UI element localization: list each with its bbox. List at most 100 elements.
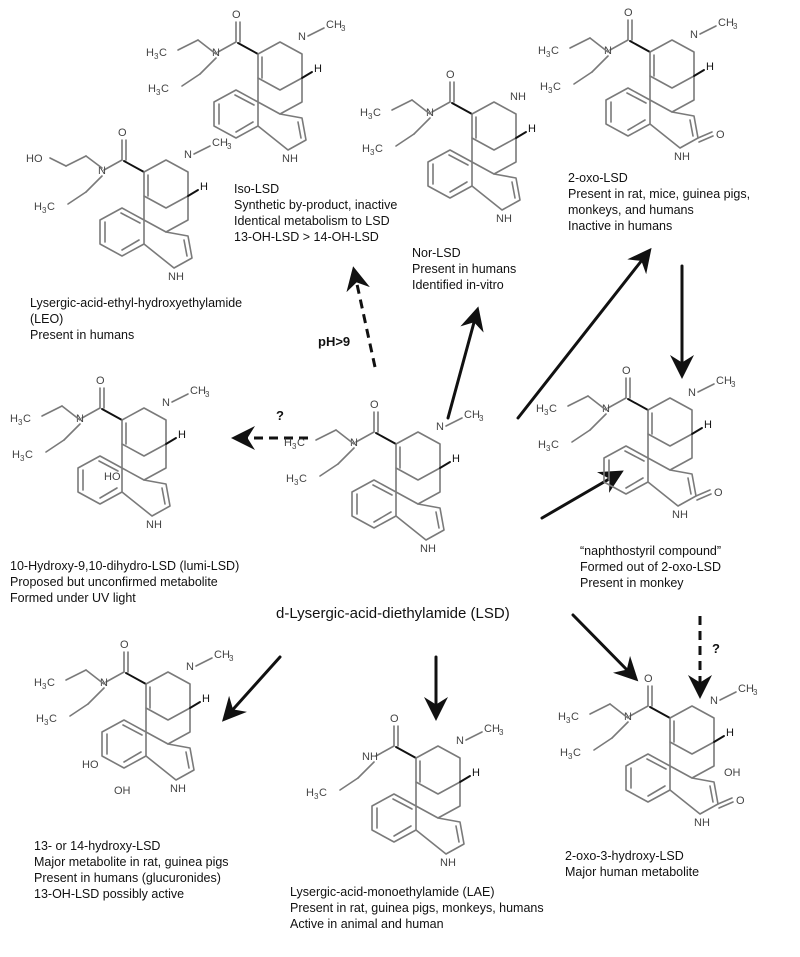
caption-line: Proposed but unconfirmed metabolite [10,575,218,589]
caption-line: 2-oxo-LSD [568,171,628,185]
svg-text:O: O [390,713,399,725]
caption-leo: Lysergic-acid-ethyl-hydroxyethylamide (L… [30,295,242,343]
arrow-to-naph [540,470,624,520]
svg-text:C: C [319,787,327,799]
svg-text:CH: CH [484,723,500,735]
svg-text:H: H [286,473,294,485]
svg-text:N: N [98,165,106,177]
svg-text:O: O [118,127,127,139]
caption-line: (LEO) [30,312,64,326]
svg-text:3: 3 [544,408,549,417]
svg-text:C: C [49,713,57,725]
svg-text:N: N [710,695,718,707]
caption-line: Major human metabolite [565,865,700,879]
svg-text:H: H [540,81,548,93]
svg-text:3: 3 [568,752,573,761]
caption-iso-lsd: Iso-LSD Synthetic by-product, inactive I… [234,181,397,245]
svg-text:H: H [560,747,568,759]
svg-text:C: C [161,83,169,95]
svg-text:O: O [736,795,745,807]
svg-text:HO: HO [26,153,43,165]
svg-text:CH: CH [738,683,754,695]
svg-text:N: N [298,31,306,43]
caption-line: Synthetic by-product, inactive [234,198,398,212]
caption-lumi-lsd: 10-Hydroxy-9,10-dihydro-LSD (lumi-LSD) P… [10,558,239,606]
svg-text:C: C [571,711,579,723]
svg-text:3: 3 [18,418,23,427]
svg-text:CH: CH [716,375,732,387]
caption-line: monkeys, and humans [568,203,694,217]
svg-text:C: C [551,439,559,451]
svg-text:C: C [297,437,305,449]
svg-text:3: 3 [370,148,375,157]
caption-line: Inactive in humans [568,219,673,233]
svg-text:NH: NH [420,543,436,555]
svg-text:3: 3 [44,718,49,727]
svg-text:C: C [573,747,581,759]
arrow-to-oxo3 [571,613,639,682]
caption-line: “naphthostyril compound” [580,544,722,558]
caption-line: Active in animal and human [290,917,444,931]
svg-text:NH: NH [170,783,186,795]
svg-text:N: N [184,149,192,161]
svg-text:H: H [360,107,368,119]
svg-text:CH: CH [326,19,342,31]
svg-text:H: H [34,677,42,689]
arrow-to-iso [346,266,377,368]
svg-text:H: H [34,201,42,213]
svg-text:C: C [549,403,557,415]
svg-text:3: 3 [229,654,234,663]
lsd-title: d-Lysergic-acid-diethylamide (LSD) [276,605,510,622]
caption-line: 13-OH-LSD > 14-OH-LSD [234,230,379,244]
svg-text:H: H [178,429,186,441]
svg-text:C: C [375,143,383,155]
svg-text:H: H [202,693,210,705]
svg-text:3: 3 [292,442,297,451]
svg-text:NH: NH [510,91,526,103]
svg-text:C: C [25,449,33,461]
svg-text:CH: CH [718,17,734,29]
svg-text:3: 3 [479,414,484,423]
svg-text:N: N [456,735,464,747]
svg-text:C: C [47,677,55,689]
svg-text:O: O [624,7,633,19]
svg-text:O: O [232,9,241,21]
svg-text:3: 3 [154,52,159,61]
svg-text:NH: NH [440,857,456,869]
svg-text:N: N [690,29,698,41]
svg-text:H: H [472,767,480,779]
caption-line: Iso-LSD [234,182,280,196]
svg-text:H: H [536,403,544,415]
svg-text:O: O [370,399,379,411]
svg-text:O: O [120,639,129,651]
svg-text:3: 3 [42,682,47,691]
svg-text:H: H [538,439,546,451]
svg-text:3: 3 [227,142,232,151]
svg-text:CH: CH [212,137,228,149]
svg-text:NH: NH [694,817,710,829]
svg-text:3: 3 [499,728,504,737]
svg-text:O: O [644,673,653,685]
arrow-to-nor [446,306,484,420]
caption-line: 10-Hydroxy-9,10-dihydro-LSD (lumi-LSD) [10,559,240,573]
caption-line: Present in humans [30,328,135,342]
oxo3-question-label: ? [712,641,720,656]
svg-text:C: C [47,201,55,213]
svg-text:H: H [538,45,546,57]
caption-line: Formed under UV light [10,591,136,605]
svg-text:3: 3 [548,86,553,95]
svg-text:H: H [558,711,566,723]
svg-text:3: 3 [731,380,736,389]
svg-text:H: H [706,61,714,73]
caption-line: Lysergic-acid-ethyl-hydroxyethylamide [30,296,243,310]
caption-nor-lsd: Nor-LSD Present in humans Identified in-… [412,245,516,293]
caption-line: Formed out of 2-oxo-LSD [580,560,722,574]
svg-text:H: H [452,453,460,465]
svg-text:3: 3 [341,24,346,33]
svg-text:O: O [714,487,723,499]
svg-text:3: 3 [546,50,551,59]
svg-text:H: H [726,727,734,739]
